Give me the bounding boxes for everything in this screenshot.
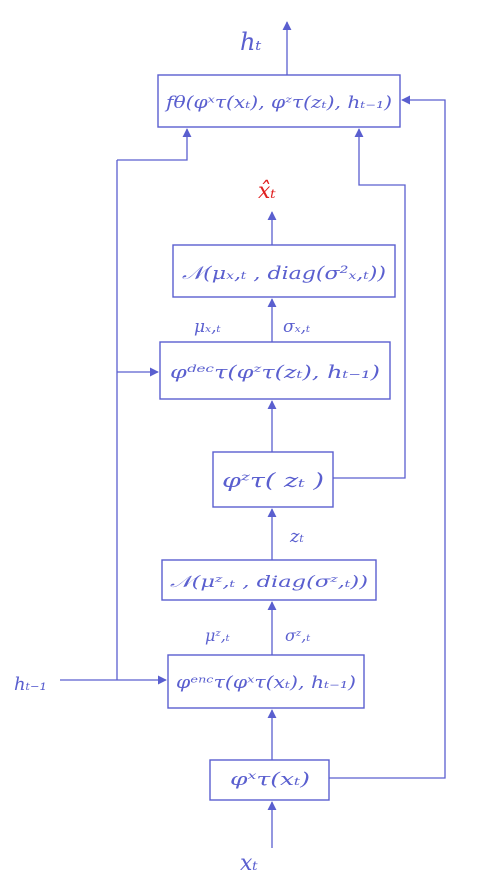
sigma-enc-label: σᶻ,ₜ [285, 626, 310, 645]
phi-z-label: φᶻτ( zₜ ) [222, 468, 324, 492]
phi-x-box [209, 759, 330, 801]
phi-dec-box [159, 341, 391, 400]
mu-enc-label: μᶻ,ₜ [205, 626, 230, 645]
xt-input-label: xₜ [240, 851, 258, 876]
f-theta-label: fθ(φˣτ(xₜ), φᶻτ(zₜ), hₜ₋₁) [164, 93, 392, 113]
sigma-dec-label: σₓ,ₜ [283, 317, 311, 337]
normal-enc-label: 𝒩(μᶻ,ₜ , diag(σᶻ,ₜ)) [170, 572, 368, 591]
mu-dec-label: μₓ,ₜ [194, 317, 221, 337]
f-theta-box [157, 74, 401, 128]
ht-minus-1-label: hₜ₋₁ [14, 674, 47, 695]
normal-dec-box [172, 244, 396, 298]
zt-edge-label: zₜ [289, 526, 304, 547]
phi-z-box [212, 451, 334, 508]
x-hat-label: x̂ₜ [258, 179, 276, 204]
arrow-phix-to-ftheta [329, 95, 446, 779]
arrow-htminus1-to-ftheta [117, 128, 192, 161]
phi-enc-box [167, 654, 365, 709]
arrow-phiz-to-ftheta [333, 128, 406, 479]
phi-dec-label: φᵈᵉᶜτ(φᶻτ(zₜ), hₜ₋₁) [170, 362, 380, 383]
normal-dec-label: 𝒩(μₓ,ₜ , diag(σ²ₓ,ₜ)) [182, 263, 386, 284]
phi-enc-label: φᵉⁿᶜτ(φˣτ(xₜ), hₜ₋₁) [176, 673, 356, 693]
ht-output-label: hₜ [240, 28, 261, 56]
normal-enc-box [161, 559, 377, 601]
phi-x-label: φˣτ(xₜ) [230, 769, 310, 790]
